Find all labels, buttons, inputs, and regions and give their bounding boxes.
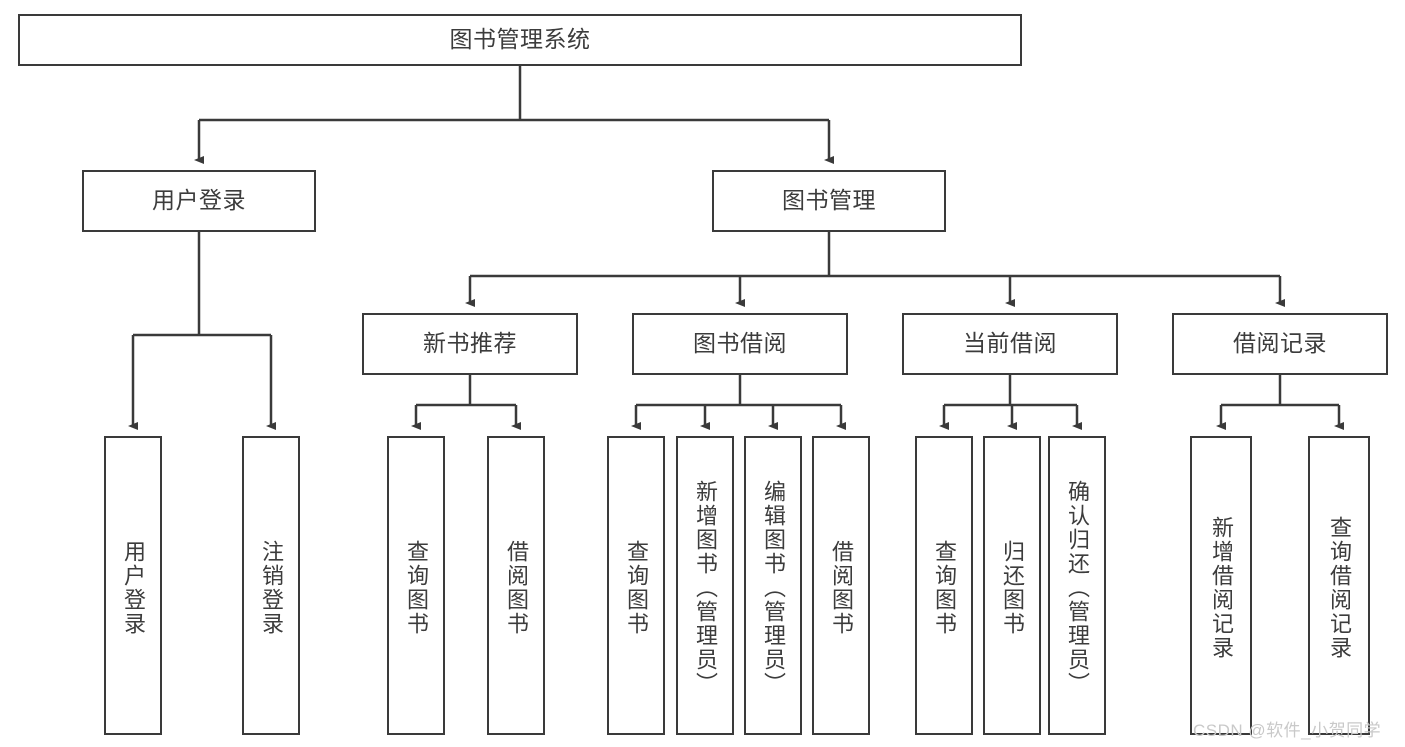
node-用户登录[interactable]: 用户登录: [104, 436, 162, 735]
node-label: 确认归还（管理员）: [1065, 479, 1090, 696]
node-注销登录[interactable]: 注销登录: [242, 436, 300, 735]
node-借阅图书[interactable]: 借阅图书: [812, 436, 870, 735]
node-label: 新书推荐: [423, 330, 517, 357]
node-查询图书[interactable]: 查询图书: [387, 436, 445, 735]
node-图书管理系统[interactable]: 图书管理系统: [18, 14, 1022, 66]
node-借阅记录[interactable]: 借阅记录: [1172, 313, 1388, 375]
node-借阅图书[interactable]: 借阅图书: [487, 436, 545, 735]
node-新书推荐[interactable]: 新书推荐: [362, 313, 578, 375]
node-label: 新增图书（管理员）: [693, 479, 718, 696]
node-label: 借阅图书: [829, 539, 854, 636]
node-归还图书[interactable]: 归还图书: [983, 436, 1041, 735]
node-label: 查询借阅记录: [1327, 515, 1352, 660]
node-label: 用户登录: [152, 187, 246, 214]
node-label: 图书管理系统: [449, 26, 591, 53]
node-label: 归还图书: [1000, 539, 1025, 636]
node-label: 注销登录: [259, 539, 284, 636]
node-label: 借阅图书: [504, 539, 529, 636]
node-label: 图书管理: [782, 187, 876, 214]
node-label: 用户登录: [121, 539, 146, 636]
node-label: 查询图书: [404, 539, 429, 636]
node-图书借阅[interactable]: 图书借阅: [632, 313, 848, 375]
node-label: 当前借阅: [963, 330, 1057, 357]
node-label: 新增借阅记录: [1209, 515, 1234, 660]
node-编辑图书管理员[interactable]: 编辑图书（管理员）: [744, 436, 802, 735]
node-查询图书[interactable]: 查询图书: [607, 436, 665, 735]
node-当前借阅[interactable]: 当前借阅: [902, 313, 1118, 375]
node-新增借阅记录[interactable]: 新增借阅记录: [1190, 436, 1252, 735]
node-确认归还管理员[interactable]: 确认归还（管理员）: [1048, 436, 1106, 735]
node-图书管理[interactable]: 图书管理: [712, 170, 946, 232]
node-label: 图书借阅: [693, 330, 787, 357]
node-label: 借阅记录: [1233, 330, 1327, 357]
node-查询图书[interactable]: 查询图书: [915, 436, 973, 735]
node-新增图书管理员[interactable]: 新增图书（管理员）: [676, 436, 734, 735]
node-label: 查询图书: [624, 539, 649, 636]
node-查询借阅记录[interactable]: 查询借阅记录: [1308, 436, 1370, 735]
node-用户登录[interactable]: 用户登录: [82, 170, 316, 232]
node-label: 编辑图书（管理员）: [761, 479, 786, 696]
node-label: 查询图书: [932, 539, 957, 636]
csdn-watermark: CSDN @软件_小贺同学: [1193, 721, 1382, 740]
